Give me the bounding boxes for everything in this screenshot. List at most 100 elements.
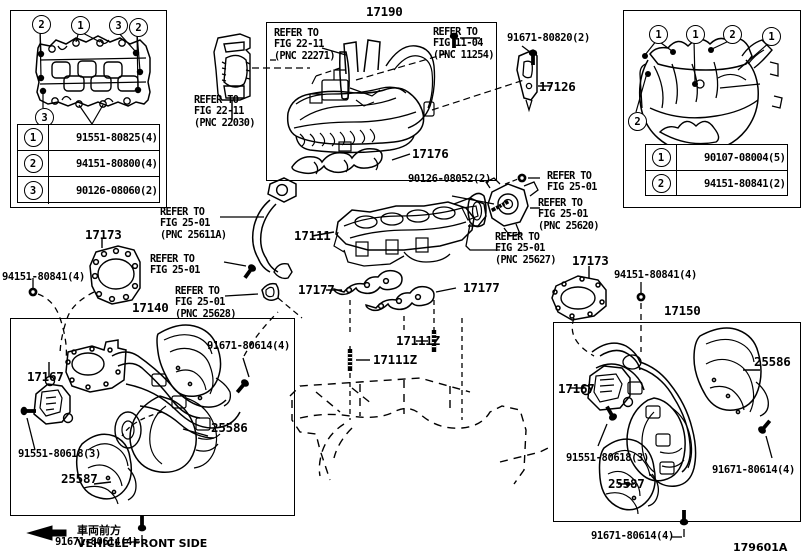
label-91671-left-b: 91671-80614(4) — [55, 536, 138, 548]
label-91671-right-b: 91671-80614(4) — [591, 530, 674, 542]
label-25587-left: 25587 — [61, 471, 98, 486]
label-17177-left: 17177 — [298, 282, 335, 297]
callout-tr-1: 1 — [649, 25, 668, 44]
refer-22271-object — [339, 51, 350, 100]
legend-top-right: 1 90107-08004(5) 2 94151-80841(2) — [645, 144, 788, 196]
legend-callout-1: 1 — [23, 128, 43, 147]
label-91551-left: 91551-80618(3) — [18, 448, 101, 460]
legend-number-cell: 3 — [18, 177, 49, 204]
label-17176: 17176 — [412, 146, 449, 161]
panel-title-17150: 17150 — [664, 303, 701, 318]
panel-bottom-left — [10, 318, 295, 516]
panel-top-left — [10, 10, 167, 208]
front-side-jp: 車両前方 — [77, 524, 121, 537]
label-25586-right: 25586 — [754, 354, 791, 369]
label-94151-right: 94151-80841(4) — [614, 269, 697, 281]
callout-tl-1: 2 — [32, 15, 51, 34]
exh-manifold-left-art — [33, 324, 241, 505]
legend-callout-2: 2 — [651, 174, 671, 193]
callout-tl-3: 3 — [109, 16, 128, 35]
vehicle-front-side: 車両前方 VEHICLE FRONT SIDE — [28, 524, 208, 550]
front-side-en: VEHICLE FRONT SIDE — [77, 536, 208, 550]
refer-25-01-top: REFER TO FIG 25-01 — [547, 171, 597, 194]
label-91671-right-a: 91671-80614(4) — [712, 464, 795, 476]
refer-25620: REFER TO FIG 25-01 (PNC 25620) — [538, 198, 599, 232]
refer-25611A: REFER TO FIG 25-01 (PNC 25611A) — [160, 207, 227, 241]
egr-valve-art — [485, 177, 539, 237]
intake-gasket-17176 — [291, 147, 383, 175]
legend-row: 2 94151-80841(2) — [646, 171, 787, 196]
legend-part-number: 94151-80800(4) — [76, 157, 158, 170]
legend-part-number: 94151-80841(2) — [704, 177, 786, 190]
legend-row: 1 91551-80825(4) — [18, 125, 159, 151]
egr-gasket — [261, 282, 280, 301]
label-17173-left: 17173 — [85, 227, 122, 242]
legend-callout-1: 1 — [651, 148, 671, 167]
legend-callout-3: 3 — [23, 181, 43, 200]
gasket-17177-right — [365, 285, 435, 312]
label-25587-right: 25587 — [608, 476, 645, 491]
throttle-body-art — [213, 33, 251, 101]
legend-number-cell: 1 — [18, 125, 49, 150]
legend-callout-2: 2 — [23, 154, 43, 173]
callout-tr-2: 1 — [686, 25, 705, 44]
callout-tl-4: 2 — [129, 18, 148, 37]
nut-94151-left — [28, 287, 38, 297]
legend-number-cell: 2 — [646, 171, 677, 196]
callout-tr-4: 1 — [762, 27, 781, 46]
label-91671-80820: 91671-80820(2) — [507, 32, 590, 44]
label-91551-right: 91551-80618(3) — [566, 452, 649, 464]
engine-block-ghost — [289, 377, 549, 485]
stud-17111Z-left — [347, 349, 353, 371]
exh-manifold-right-art — [580, 327, 769, 515]
gasket-17177-left — [333, 269, 403, 296]
panel-title-17190: 17190 — [366, 4, 403, 19]
refer-25-01-bolt: REFER TO FIG 25-01 — [150, 254, 200, 277]
label-17111: 17111 — [294, 228, 331, 243]
legend-row: 3 90126-08060(2) — [18, 177, 159, 204]
egr-pipe-art — [251, 177, 297, 280]
panel-bottom-right — [553, 322, 801, 522]
front-side-text: 車両前方 VEHICLE FRONT SIDE — [77, 524, 208, 550]
legend-part-number: 91551-80825(4) — [76, 131, 158, 144]
refer-25628: REFER TO FIG 25-01 (PNC 25628) — [175, 286, 236, 320]
gasket-17173-left — [89, 245, 141, 305]
nut-94151-right — [636, 292, 646, 302]
legend-number-cell: 2 — [18, 151, 49, 176]
egr-valve-nut — [517, 173, 527, 183]
legend-row: 1 90107-08004(5) — [646, 145, 787, 171]
callout-tr-3: 2 — [723, 25, 742, 44]
label-17177-right: 17177 — [463, 280, 500, 295]
legend-part-number: 90107-08004(5) — [704, 151, 786, 164]
label-17167-right: 17167 — [558, 381, 595, 396]
label-91671-left-a: 91671-80614(4) — [207, 340, 290, 352]
label-17173-right: 17173 — [572, 253, 609, 268]
refer-25627: REFER TO FIG 25-01 (PNC 25627) — [495, 232, 556, 266]
label-17167-left: 17167 — [27, 369, 64, 384]
refer-22030-text: REFER TO FIG 22-11 (PNC 22030) — [194, 95, 255, 129]
panel-top-center — [266, 22, 497, 181]
legend-top-left: 1 91551-80825(4) 2 94151-80800(4) 3 9012… — [17, 124, 160, 204]
diagram-id: 179601A — [733, 541, 788, 554]
label-17126: 17126 — [539, 79, 576, 94]
callout-tr-5: 2 — [628, 112, 647, 131]
gasket-17173-right — [551, 275, 607, 321]
callout-tl-2: 1 — [71, 16, 90, 35]
label-90126-08052: 90126-08052(2) — [408, 173, 491, 185]
refer-22271: REFER TO FIG 22-11 (PNC 22271) — [274, 28, 335, 62]
label-25586-left: 25586 — [211, 420, 248, 435]
legend-row: 2 94151-80800(4) — [18, 151, 159, 177]
label-17111Z-left: 17111Z — [373, 352, 417, 367]
exhaust-manifold-17111-art — [333, 197, 487, 267]
egr-valve-gasket — [467, 192, 487, 228]
label-17111Z-right: 17111Z — [396, 333, 440, 348]
intake-manifold-art — [286, 39, 436, 154]
legend-part-number: 90126-08060(2) — [76, 184, 158, 197]
vehicle-front-arrow-icon — [26, 525, 67, 541]
legend-number-cell: 1 — [646, 145, 677, 170]
panel-top-right — [623, 10, 801, 208]
panel-title-17140: 17140 — [132, 300, 169, 315]
label-94151-left: 94151-80841(4) — [2, 271, 85, 283]
